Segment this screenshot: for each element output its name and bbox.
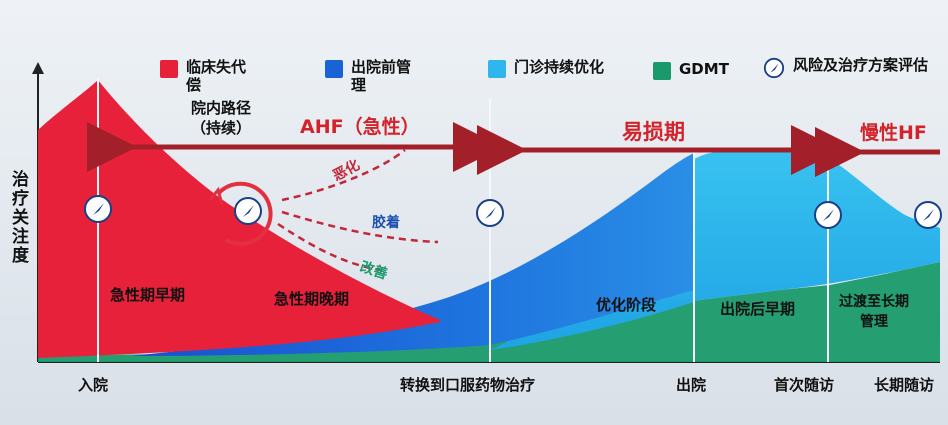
compass-icon xyxy=(914,201,942,229)
region-transition: 过渡至长期管理 xyxy=(839,294,909,330)
phase-arrows xyxy=(87,122,940,177)
region-optimization: 优化阶段 xyxy=(596,296,657,314)
compass-icon xyxy=(763,57,785,79)
legend-label: 临床失代偿 xyxy=(186,58,247,94)
legend-swatch-green xyxy=(653,62,671,80)
phase-vulnerable-label: 易损期 xyxy=(622,120,685,144)
legend-swatch-red xyxy=(160,60,178,78)
worse-trajectory xyxy=(281,149,406,202)
gdmt-area xyxy=(38,262,940,362)
timeline-admission: 入院 xyxy=(78,376,109,394)
legend-swatch-cyan xyxy=(488,60,506,78)
compass-icons xyxy=(84,195,942,229)
legend-label: 出院前管理 xyxy=(351,58,412,94)
phase-acute-label: AHF（急性） xyxy=(300,116,420,138)
y-axis-label: 治疗关注度 xyxy=(8,170,28,265)
stalemate-label: 胶着 xyxy=(372,215,400,231)
compass-icon xyxy=(814,201,842,229)
timeline-long-term: 长期随访 xyxy=(874,376,935,394)
legend-label: 门诊持续优化 xyxy=(514,58,605,76)
legend-item-assessment: 风险及治疗方案评估 xyxy=(763,56,928,79)
compass-icon xyxy=(84,195,112,223)
pathway-sub: （持续） xyxy=(190,119,251,137)
timeline-oral-switch: 转换到口服药物治疗 xyxy=(400,376,536,394)
compass-icon xyxy=(234,197,262,225)
improve-trajectory xyxy=(277,222,381,272)
inpatient-pathway-label: 院内路径 （持续） xyxy=(188,98,254,138)
region-late-acute: 急性期晚期 xyxy=(274,290,350,308)
legend-item-decompensation: 临床失代偿 xyxy=(160,58,258,94)
compass-icon xyxy=(476,199,504,227)
legend-item-outpatient: 门诊持续优化 xyxy=(488,58,604,78)
legend-item-gdmt: GDMT xyxy=(653,60,729,80)
inpatient-cycle xyxy=(208,181,273,246)
legend-swatch-blue xyxy=(325,60,343,78)
timeline-first-followup: 首次随访 xyxy=(774,376,835,394)
trajectory-lines xyxy=(277,149,439,272)
legend-label: GDMT xyxy=(679,60,729,78)
legend-item-predischarge: 出院前管理 xyxy=(325,58,423,94)
pathway-text: 院内路径 xyxy=(190,99,251,117)
stalemate-trajectory xyxy=(281,210,439,244)
legend-label: 风险及治疗方案评估 xyxy=(793,56,929,74)
timeline-discharge: 出院 xyxy=(676,376,707,394)
region-post-discharge: 出院后早期 xyxy=(720,300,796,318)
predischarge-management-area xyxy=(130,153,694,356)
phase-chronic-label: 慢性HF xyxy=(860,122,927,144)
region-early-acute: 急性期早期 xyxy=(110,286,186,304)
